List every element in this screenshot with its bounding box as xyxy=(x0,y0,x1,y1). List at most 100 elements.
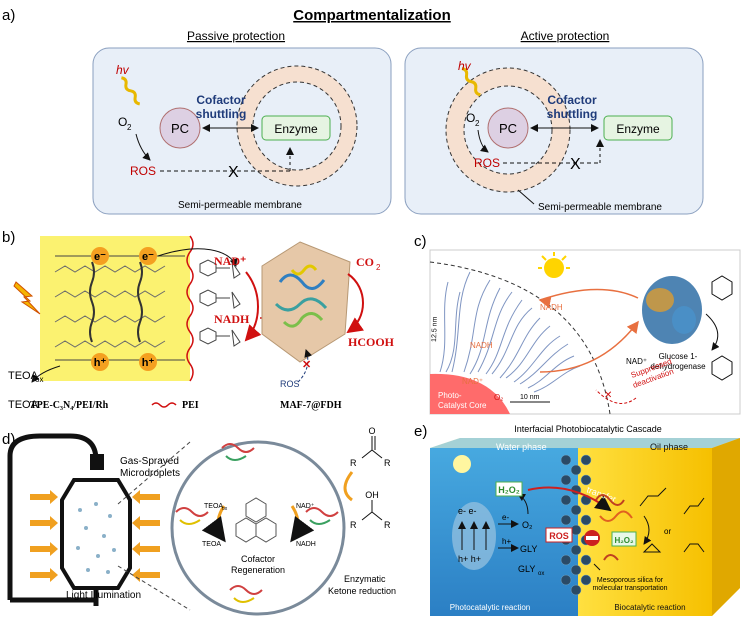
c3n4-block xyxy=(40,236,190,381)
enz-label-1: Enzymatic xyxy=(344,574,386,584)
caption-left: TPE-C₃N₄/PEI/Rh xyxy=(30,400,109,411)
panel-c-svg: c) Photo- Catalyst Core 12.5 nm 10 nm O₂… xyxy=(414,233,741,415)
hole-1 xyxy=(91,353,109,371)
hv-label: hv xyxy=(116,63,130,77)
microdroplets xyxy=(76,502,116,574)
ros-arrow-b xyxy=(297,349,313,383)
light-label: Light Illumination xyxy=(66,590,141,601)
cofactor-2-r: shuttling xyxy=(547,107,598,121)
regen-2: Regeneration xyxy=(231,565,285,575)
meso-pointer xyxy=(593,563,601,571)
panel-a-letter: a) xyxy=(2,7,15,24)
membrane-label-r: Semi-permeable membrane xyxy=(538,202,662,213)
x-mark-b: ✕ xyxy=(302,359,311,371)
gly-label: GLY xyxy=(520,544,537,554)
enzyme-c-2: dehydrogenase xyxy=(650,362,706,371)
passive-subtitle: Passive protection xyxy=(187,29,285,43)
membrane-pointer-r xyxy=(517,189,535,205)
reactor-vessel xyxy=(60,478,132,590)
e-transfer-arrow xyxy=(157,248,238,267)
excitation-arrows xyxy=(458,521,490,550)
panel-c: c) Photo- Catalyst Core 12.5 nm 10 nm O₂… xyxy=(400,222,744,418)
panel-e-letter: e) xyxy=(414,423,427,440)
transfer-arrow xyxy=(527,486,612,512)
sun-icon xyxy=(544,258,564,278)
panel-e: e) Interfacial Photobiocatalytic Cascade… xyxy=(400,420,744,620)
enzyme-box-r xyxy=(603,115,673,141)
core-label-2: Catalyst Core xyxy=(438,401,487,410)
bio-label: Biocatalytic reaction xyxy=(614,603,685,612)
panel-d-svg: d) Gas-Sprayed Microdroplets Light Illum… xyxy=(2,426,396,616)
nad-plus-label: NAD⁺ xyxy=(214,254,246,268)
enzyme-e xyxy=(595,494,633,561)
teoa-ox-sub: ox xyxy=(35,375,43,384)
electron-path-1 xyxy=(89,261,95,343)
nadh-label: NADH xyxy=(214,312,250,326)
dim-12-5: 12.5 nm xyxy=(431,316,439,342)
meso-label-2: molecular transportation xyxy=(592,585,667,592)
reactor-pipe xyxy=(7,433,99,600)
meso-label-1: Mesoporous silica for xyxy=(597,577,664,584)
nad-plus-mid: NAD⁺ xyxy=(462,377,483,386)
pc-circle xyxy=(159,107,201,149)
box-top xyxy=(430,438,740,448)
panel-c-letter: c) xyxy=(414,233,427,250)
enzyme-label-r: Enzyme xyxy=(616,122,660,136)
electron-2 xyxy=(139,247,157,265)
r2-bottom: R xyxy=(384,520,391,530)
ros-label: ROS xyxy=(130,164,156,178)
teoa-arc xyxy=(201,505,226,543)
outer-radius xyxy=(429,261,611,415)
mof-crystal xyxy=(261,241,351,363)
panel-d: d) Gas-Sprayed Microdroplets Light Illum… xyxy=(0,420,400,620)
nad-arc xyxy=(244,271,262,342)
nad-plus-arrow xyxy=(539,320,639,373)
nad-plus-right: NAD⁺ xyxy=(626,357,647,366)
teoa-arrow xyxy=(31,365,61,383)
light-wave-r xyxy=(461,67,481,97)
polymer-brush xyxy=(439,271,581,393)
block-bar xyxy=(586,536,598,540)
or-label: or xyxy=(664,527,671,536)
o2-ros-arrow-r xyxy=(477,129,489,153)
teoa-ox-label: TEOA xyxy=(8,370,39,382)
x-mark-r: X xyxy=(570,156,581,173)
pc-label-r: PC xyxy=(499,121,517,136)
oil-phase-box xyxy=(578,448,712,616)
panel-a-title: Compartmentalization xyxy=(293,7,451,24)
sun-e-icon xyxy=(453,455,471,473)
active-subtitle: Active protection xyxy=(521,29,610,43)
h2o2-box xyxy=(495,481,523,497)
h2o2-label: H₂O₂ xyxy=(498,485,520,495)
gly-ox-sub: ox xyxy=(538,571,544,577)
membrane-label: Semi-permeable membrane xyxy=(178,200,302,211)
electron-1 xyxy=(91,247,109,265)
gly-ox-label: GLY xyxy=(518,564,535,574)
o2-label-r: O xyxy=(466,111,475,125)
nadh-head xyxy=(538,296,552,308)
enzyme-label: Enzyme xyxy=(274,122,318,136)
panel-b-svg: b) e⁻ e⁻ h⁺ h⁺ TEOA ox TEOA NAD⁺ NADH CO… xyxy=(2,229,395,411)
e-left: e- e- xyxy=(458,506,477,516)
enz-label-2: Ketone reduction xyxy=(328,586,396,596)
light-wave xyxy=(121,76,141,106)
electron-path-2 xyxy=(137,261,143,343)
zoom-line-top xyxy=(117,441,191,505)
co2-label: CO xyxy=(356,255,374,269)
nadh-top: NADH xyxy=(540,303,563,312)
lightning-icon xyxy=(13,281,41,315)
pei-legend-line xyxy=(151,402,177,408)
co2-arc xyxy=(346,273,365,334)
ros-box xyxy=(545,527,573,543)
enzyme-c-1: Glucose 1- xyxy=(659,352,698,361)
fdh-enzyme xyxy=(274,264,328,328)
panel-e-title: Interfacial Photobiocatalytic Cascade xyxy=(514,424,662,434)
e-label-1: e⁻ xyxy=(94,251,106,263)
cofactor-2: shuttling xyxy=(196,107,247,121)
ros-label-e: ROS xyxy=(549,531,569,541)
water-label: Water phase xyxy=(496,442,547,452)
dim-10: 10 nm xyxy=(520,394,540,401)
nad-plus-d: NAD⁺ xyxy=(296,503,315,510)
panel-a: a) Compartmentalization Passive protecti… xyxy=(0,0,744,220)
teoa-ox-d: TEOA xyxy=(204,503,223,510)
